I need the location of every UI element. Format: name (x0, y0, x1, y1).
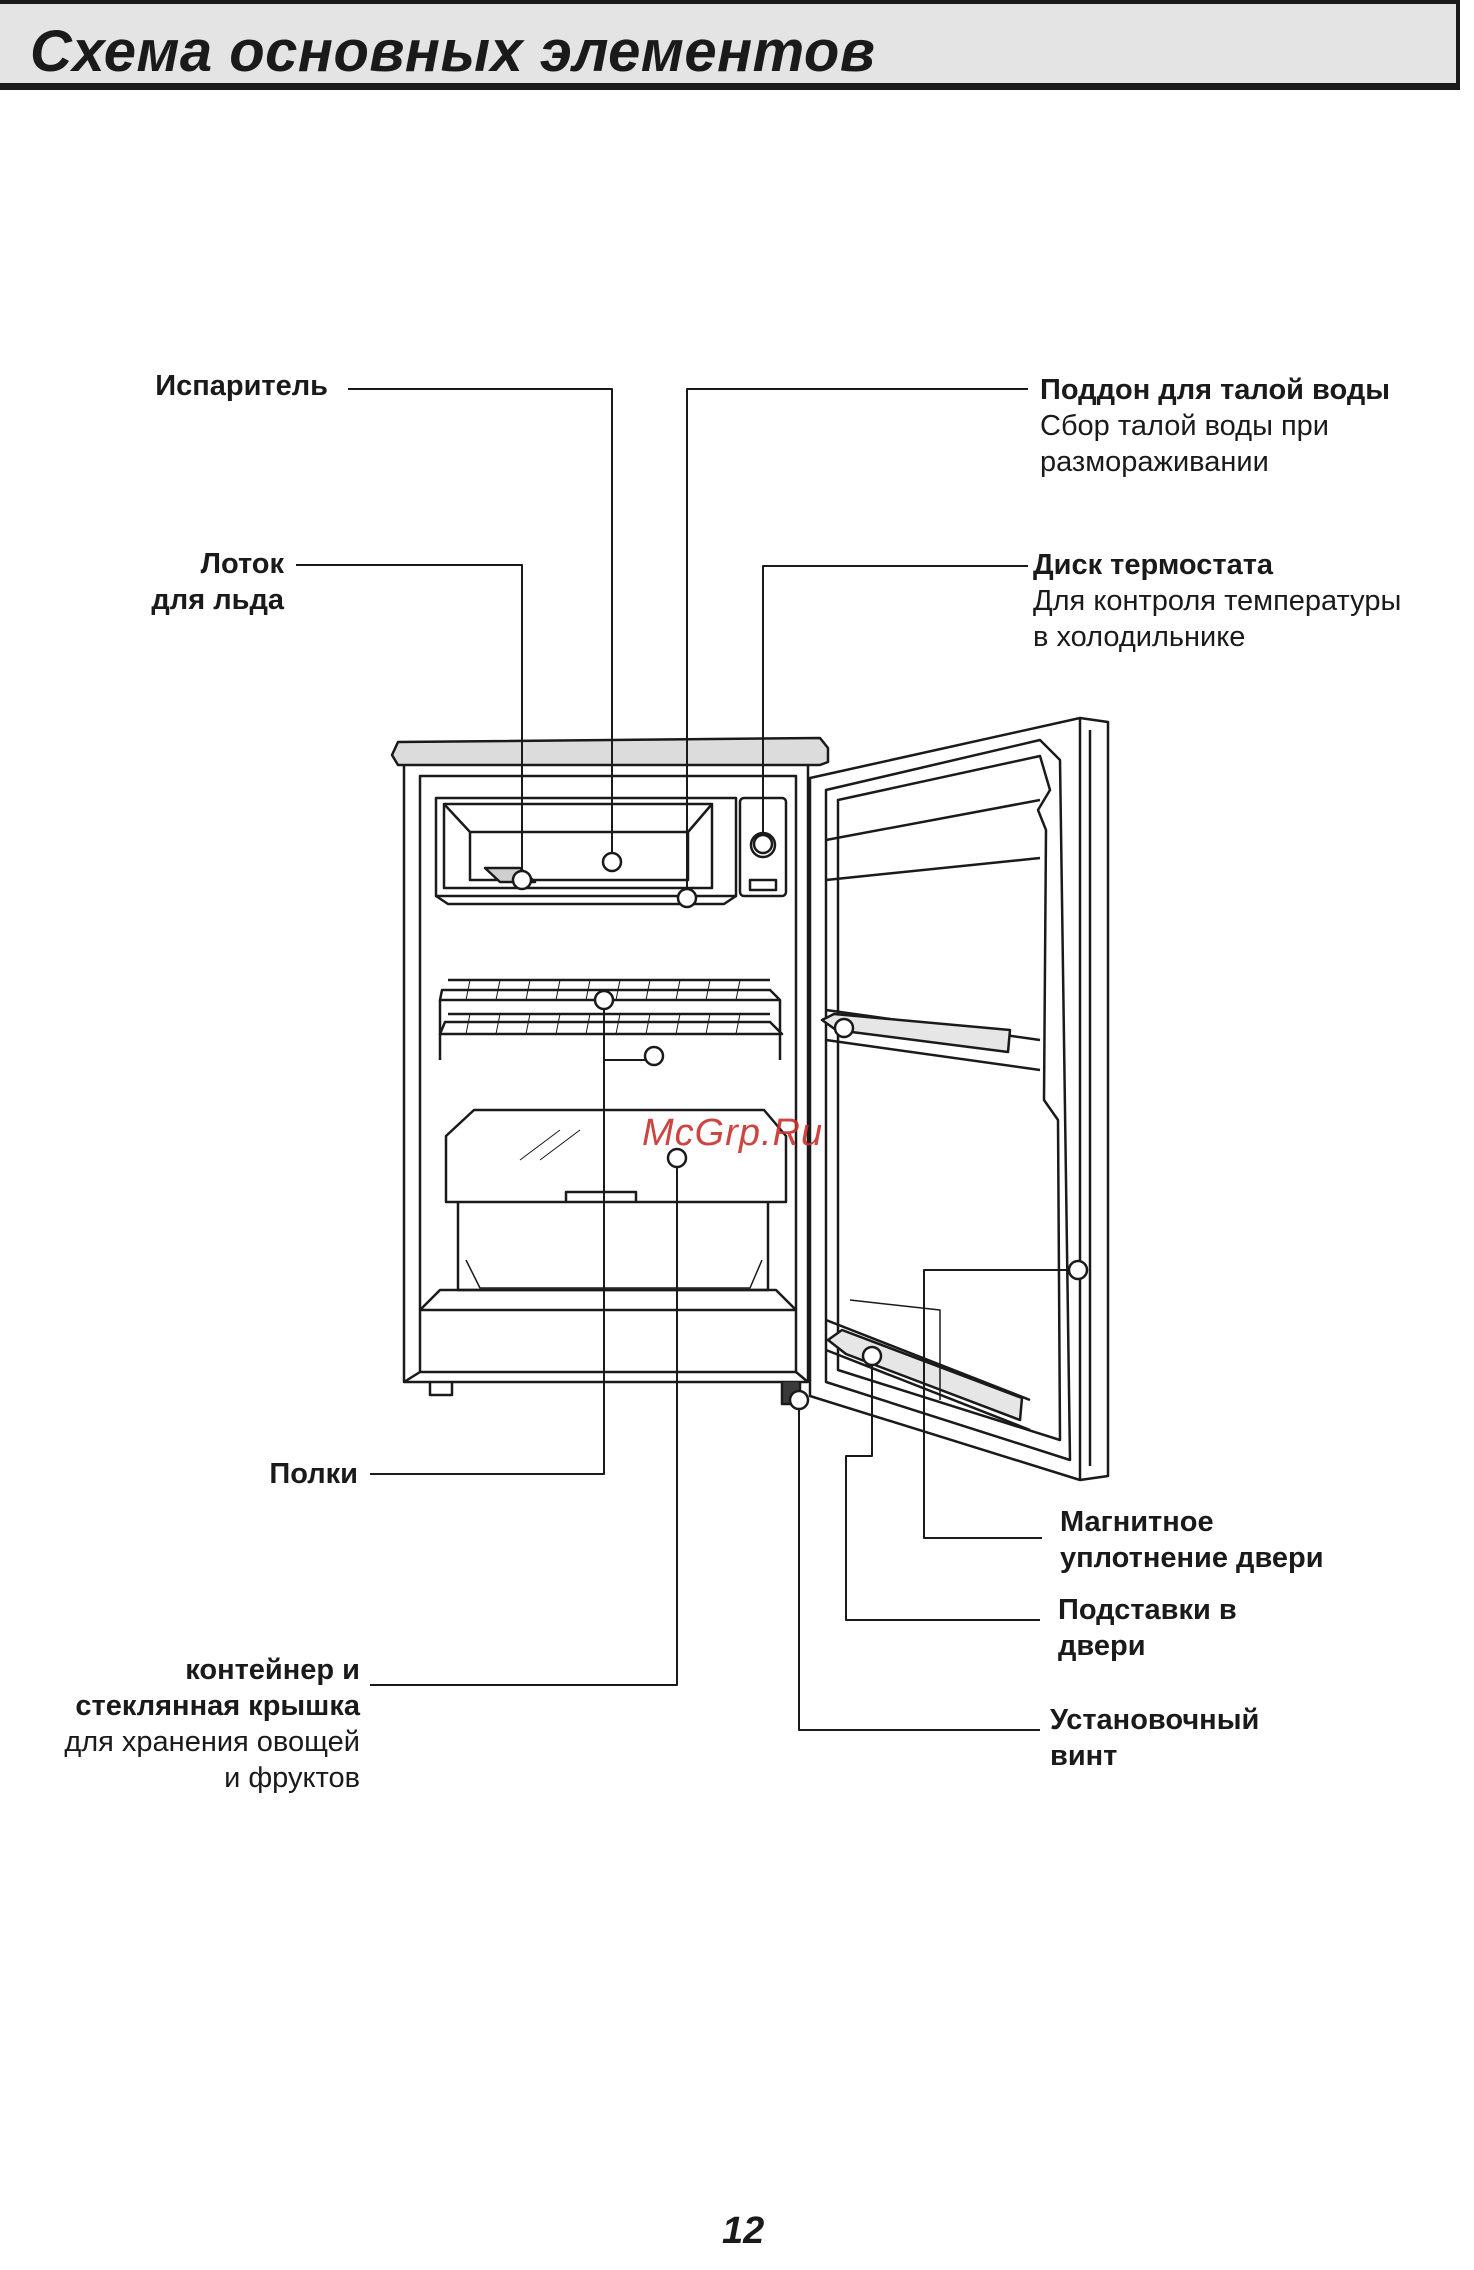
label-ice-tray: Лоток для льда (151, 548, 284, 616)
title-bar: Схема основных элементов (0, 0, 1460, 90)
label-shelves: Полки (269, 1458, 358, 1490)
callout-dots (511, 833, 1089, 1411)
label-thermostat: Диск термостата Для контроля температуры… (1033, 549, 1402, 653)
page-number: 12 (722, 2210, 765, 2252)
leader-lines (296, 388, 1076, 1731)
label-leveling-screw: Установочный винт (1050, 1704, 1260, 1772)
door (808, 716, 1110, 1482)
label-crisper: контейнер и стеклянная крышка для хранен… (64, 1654, 360, 1794)
page-title: Схема основных элементов (30, 19, 876, 84)
shelves-group (438, 978, 784, 1060)
label-door-racks: Подставки в двери (1058, 1594, 1237, 1662)
label-evaporator: Испаритель (155, 370, 328, 402)
crisper-drawer (444, 1108, 788, 1292)
label-door-gasket: Магнитное уплотнение двери (1060, 1506, 1324, 1574)
cabinet (390, 736, 830, 1406)
label-drip-tray: Поддон для талой воды Сбор талой воды пр… (1040, 374, 1391, 478)
watermark: McGrp.Ru (642, 1112, 824, 1154)
